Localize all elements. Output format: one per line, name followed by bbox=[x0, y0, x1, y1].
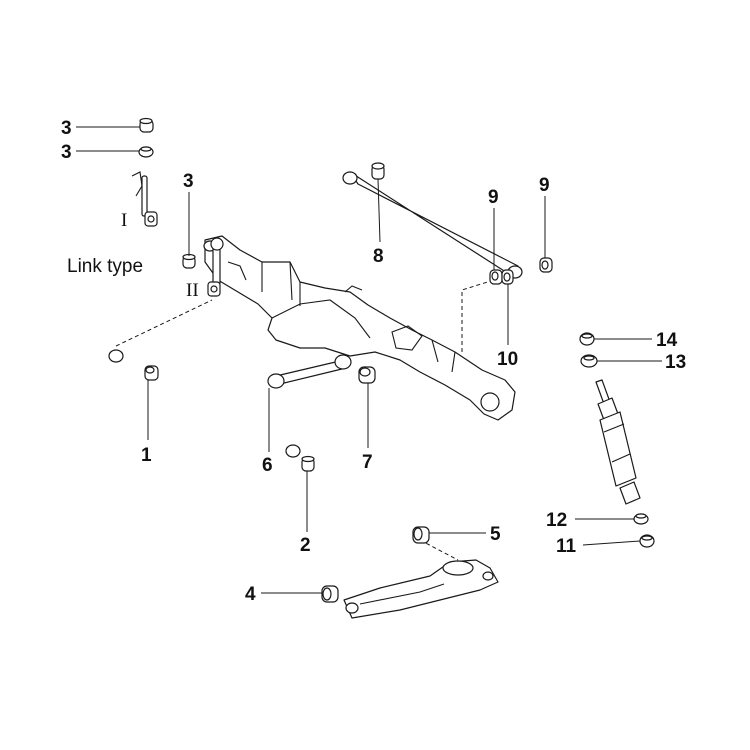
link-type-variant-1: I bbox=[121, 210, 127, 231]
callout-3-link: 3 bbox=[183, 171, 194, 192]
callout-2: 2 bbox=[300, 535, 311, 556]
lower-control-arm bbox=[343, 559, 499, 619]
bushing-4 bbox=[321, 585, 339, 603]
bushing-11 bbox=[639, 534, 655, 548]
stabilizer-link-type-2 bbox=[207, 237, 224, 297]
stabilizer-bar bbox=[108, 348, 311, 458]
callout-8: 8 bbox=[373, 246, 384, 267]
callout-12: 12 bbox=[546, 510, 567, 531]
bushing-5 bbox=[412, 526, 430, 544]
callout-14: 14 bbox=[656, 330, 678, 351]
bushing-2 bbox=[301, 455, 315, 472]
shock-absorber bbox=[595, 379, 641, 505]
callout-3-second: 3 bbox=[61, 142, 72, 163]
callout-10: 10 bbox=[497, 349, 518, 370]
link-type-title: Link type bbox=[67, 256, 143, 277]
lateral-rod-bushing bbox=[371, 162, 385, 180]
bushing-12 bbox=[633, 513, 649, 525]
callout-4: 4 bbox=[245, 584, 256, 605]
stabilizer-link-type-1 bbox=[131, 171, 158, 227]
link-type-variant-2: II bbox=[186, 280, 199, 301]
bushing-9-left bbox=[489, 269, 503, 285]
callout-3-top: 3 bbox=[61, 118, 72, 139]
callout-1: 1 bbox=[141, 445, 152, 466]
callout-11: 11 bbox=[556, 536, 577, 557]
callout-5: 5 bbox=[490, 524, 501, 545]
upper-control-arm bbox=[267, 354, 352, 389]
callout-9-left: 9 bbox=[488, 187, 499, 208]
bushing-1 bbox=[144, 365, 159, 381]
callout-9-right: 9 bbox=[539, 175, 550, 196]
rear-axle-housing bbox=[203, 235, 516, 421]
leader-lines bbox=[76, 126, 662, 594]
bushing-10 bbox=[501, 269, 514, 285]
bushing-7 bbox=[358, 366, 376, 384]
bushing-14 bbox=[579, 332, 595, 346]
callout-7: 7 bbox=[362, 452, 373, 473]
callout-6: 6 bbox=[262, 455, 273, 476]
bushing-9-right bbox=[539, 257, 553, 273]
bushing-13 bbox=[580, 354, 598, 368]
bushing-3-link bbox=[182, 253, 196, 269]
dashed-connectors bbox=[115, 279, 495, 561]
lateral-rod bbox=[342, 171, 523, 279]
bushing-3-top bbox=[139, 117, 154, 133]
callout-13: 13 bbox=[665, 352, 686, 373]
bushing-3-second bbox=[138, 146, 154, 158]
